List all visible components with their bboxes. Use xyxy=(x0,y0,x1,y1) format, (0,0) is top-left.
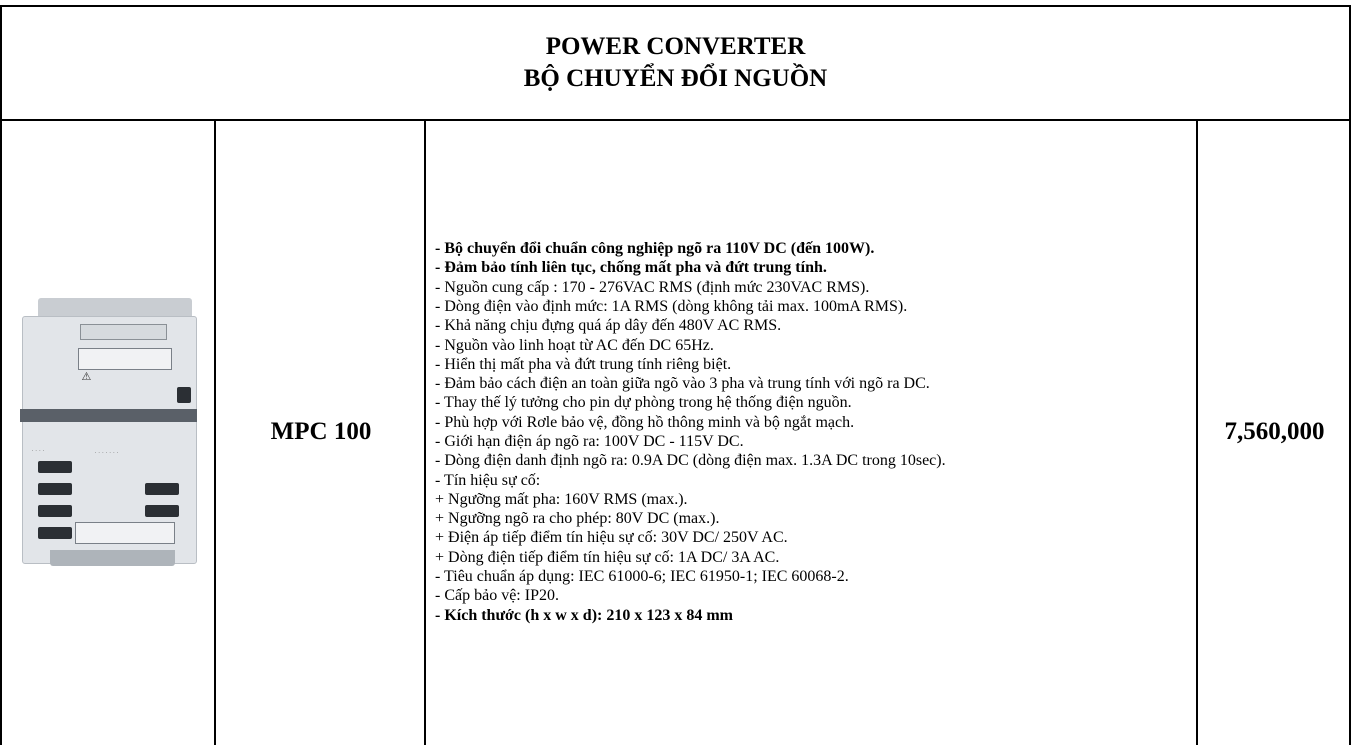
border-left xyxy=(0,119,2,745)
description-line: - Cấp bảo vệ: IP20. xyxy=(435,587,559,605)
price-value: 7,560,000 xyxy=(1224,418,1325,445)
product-image-cell: ⚠ · · · · · · · · · · · xyxy=(2,119,214,745)
description-line: - Thay thế lý tưởng cho pin dự phòng tro… xyxy=(435,394,852,412)
description-line: + Ngưỡng ngõ ra cho phép: 80V DC (max.). xyxy=(435,510,720,528)
description-line: - Đảm bảo cách điện an toàn giữa ngõ vào… xyxy=(435,375,930,393)
description-line: - Nguồn cung cấp : 170 - 276VAC RMS (địn… xyxy=(435,278,870,296)
description-line: - Nguồn vào linh hoạt từ AC đến DC 65Hz. xyxy=(435,336,714,354)
description-line: - Khả năng chịu đựng quá áp dây đến 480V… xyxy=(435,317,782,335)
description-line: - Giới hạn điện áp ngõ ra: 100V DC - 115… xyxy=(435,433,744,450)
description-line: - Tiêu chuẩn áp dụng: IEC 61000-6; IEC 6… xyxy=(435,568,849,586)
description-line: - Tín hiệu sự cố: xyxy=(435,471,541,489)
indicator-led-icon xyxy=(144,483,179,495)
model-cell: MPC 100 xyxy=(216,119,426,745)
price-cell: 7,560,000 xyxy=(1198,119,1351,745)
indicator-led-icon xyxy=(144,505,179,517)
description-line: - Bộ chuyển đổi chuẩn công nghiệp ngõ ra… xyxy=(435,240,875,258)
border-right xyxy=(1349,119,1351,745)
indicator-led-icon xyxy=(37,461,72,473)
warning-triangle-icon: ⚠ xyxy=(81,371,92,383)
description-line: - Dòng điện vào định mức: 1A RMS (dòng k… xyxy=(435,297,908,315)
model-code: MPC 100 xyxy=(270,418,372,445)
description-line: - Dòng điện danh định ngõ ra: 0.9A DC (d… xyxy=(435,452,946,470)
description-line: - Đảm bảo tính liên tục, chống mất pha v… xyxy=(435,259,827,277)
product-row: ⚠ · · · · · · · · · · · MPC 100 - Bộ chu… xyxy=(0,119,1351,745)
description-cell: - Bộ chuyển đổi chuẩn công nghiệp ngõ ra… xyxy=(426,119,1196,745)
indicator-led-icon xyxy=(37,527,72,539)
indicator-led-icon xyxy=(37,505,72,517)
description-line: - Hiển thị mất pha và đứt trung tính riê… xyxy=(435,355,732,373)
title-vietnamese: BỘ CHUYỂN ĐỔI NGUỒN xyxy=(523,65,828,92)
column-divider xyxy=(424,119,426,745)
description-line: + Dòng điện tiếp điểm tín hiệu sự cố: 1A… xyxy=(435,548,780,566)
column-divider xyxy=(1196,119,1198,745)
description-line: + Ngưỡng mất pha: 160V RMS (max.). xyxy=(435,490,688,508)
description-line: + Điện áp tiếp điểm tín hiệu sự cố: 30V … xyxy=(435,529,788,547)
table-header: POWER CONVERTER BỘ CHUYỂN ĐỔI NGUỒN xyxy=(0,5,1351,121)
column-divider xyxy=(214,119,216,745)
description-line: - Kích thước (h x w x d): 210 x 123 x 84… xyxy=(435,606,733,624)
description-list: - Bộ chuyển đổi chuẩn công nghiệp ngõ ra… xyxy=(435,239,946,625)
description-line: - Phù hợp với Rơle bảo vệ, đồng hồ thông… xyxy=(435,413,855,431)
power-converter-device-image: ⚠ · · · · · · · · · · · xyxy=(19,298,197,566)
title-english: POWER CONVERTER xyxy=(545,33,806,60)
indicator-led-icon xyxy=(37,483,72,495)
